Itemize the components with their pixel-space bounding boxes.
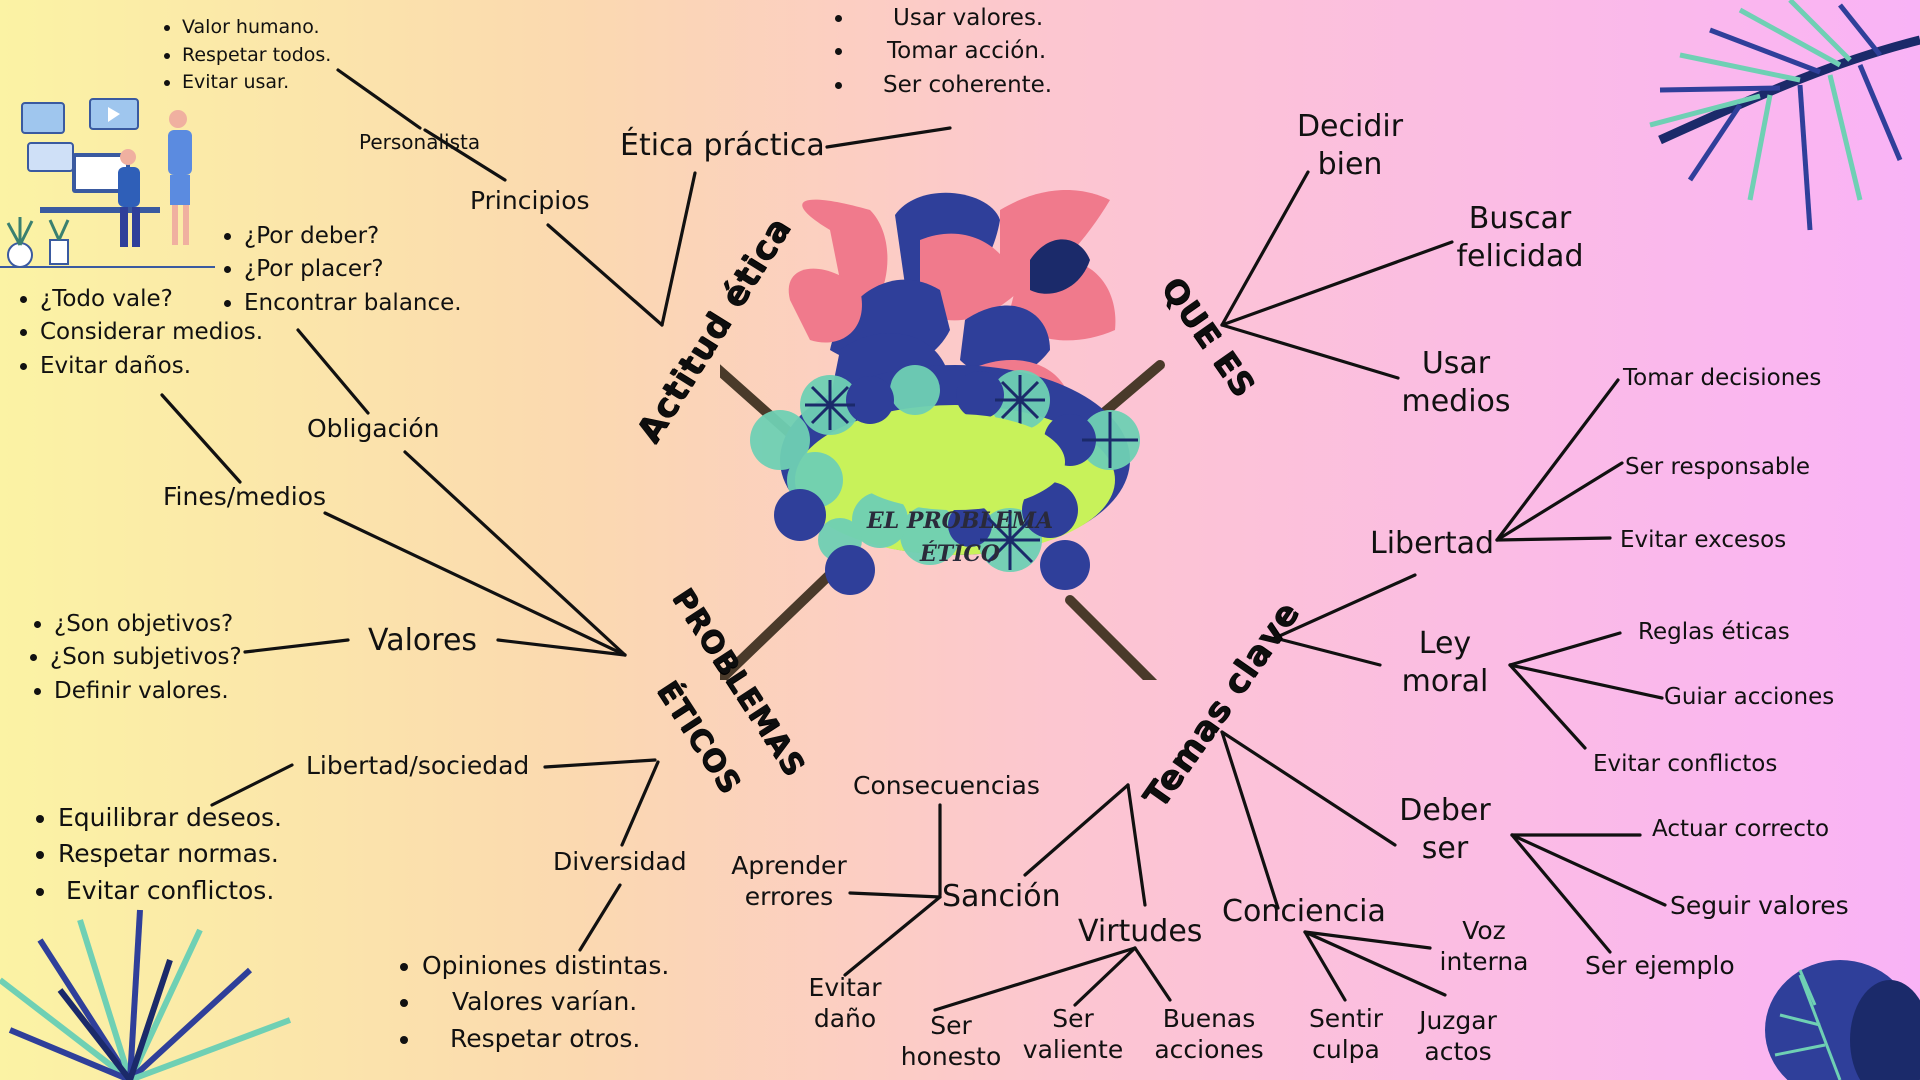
list-item: Evitar conflictos. bbox=[58, 873, 282, 909]
node-text: interna bbox=[1439, 947, 1529, 977]
node-text: Buenas bbox=[1162, 1004, 1256, 1033]
node-text: Ley bbox=[1418, 626, 1472, 661]
list-item: Usar valores. bbox=[855, 2, 1052, 35]
node-text: Voz bbox=[1462, 916, 1506, 945]
list-item: Valores varían. bbox=[422, 984, 669, 1020]
list-item: ¿Son subjetivos? bbox=[50, 641, 242, 674]
node-text: Deber bbox=[1399, 793, 1491, 828]
node-text: Ser bbox=[930, 1011, 972, 1040]
list-item: Encontrar balance. bbox=[244, 287, 462, 320]
central-topic: EL PROBLEMA ÉTICO bbox=[867, 505, 1053, 571]
node-virtudes: Virtudes bbox=[1078, 914, 1203, 949]
node-text: errores bbox=[744, 882, 834, 912]
personalista-list: Valor humano. Respetar todos. Evitar usa… bbox=[160, 14, 331, 97]
node-seguir-valores: Seguir valores bbox=[1670, 891, 1849, 920]
node-buscar-felicidad: Buscar felicidad bbox=[1457, 200, 1584, 275]
palm-leaf-bottom-left bbox=[0, 909, 292, 1080]
central-topic-line-1: EL PROBLEMA bbox=[866, 508, 1054, 534]
node-evitar-dano: Evitar daño bbox=[809, 972, 882, 1035]
monstera-leaf-bottom-right bbox=[1765, 960, 1920, 1080]
node-fines-medios: Fines/medios bbox=[163, 482, 327, 511]
node-libertad-sociedad: Libertad/sociedad bbox=[306, 751, 530, 780]
node-personalista: Personalista bbox=[359, 130, 481, 154]
node-text: Aprender bbox=[731, 851, 847, 880]
list-item: Equilibrar deseos. bbox=[58, 800, 282, 836]
libertad-sociedad-list: Equilibrar deseos. Respetar normas. Evit… bbox=[36, 800, 282, 909]
list-item: Considerar medios. bbox=[40, 316, 263, 349]
node-obligacion: Obligación bbox=[307, 414, 440, 443]
list-item: Evitar usar. bbox=[182, 69, 331, 97]
node-text: actos bbox=[1424, 1037, 1492, 1067]
node-valores: Valores bbox=[368, 623, 478, 658]
node-text: daño bbox=[813, 1004, 877, 1034]
node-text: acciones bbox=[1154, 1035, 1264, 1065]
list-item: Valor humano. bbox=[182, 14, 331, 42]
node-actuar-correcto: Actuar correcto bbox=[1652, 816, 1830, 842]
node-libertad: Libertad bbox=[1370, 526, 1495, 561]
list-item: Respetar todos. bbox=[182, 42, 331, 70]
central-plant-illustration bbox=[720, 190, 1165, 680]
node-text: Evitar bbox=[808, 973, 882, 1002]
node-buenas-acciones: Buenas acciones bbox=[1154, 1003, 1263, 1066]
list-item: ¿Por deber? bbox=[244, 220, 462, 253]
node-text: Decidir bbox=[1296, 109, 1404, 144]
node-text: ser bbox=[1421, 830, 1469, 866]
palm-leaf-top-right bbox=[1649, 0, 1920, 231]
fines-medios-list: ¿Todo vale? Considerar medios. Evitar da… bbox=[18, 283, 263, 383]
node-voz-interna: Voz interna bbox=[1440, 915, 1529, 978]
list-item: Ser coherente. bbox=[855, 69, 1052, 102]
node-decidir-bien: Decidir bien bbox=[1297, 108, 1403, 183]
list-item: ¿Todo vale? bbox=[40, 283, 263, 316]
list-item: ¿Son objetivos? bbox=[54, 608, 242, 641]
node-evitar-excesos: Evitar excesos bbox=[1620, 527, 1787, 553]
list-item: Evitar daños. bbox=[40, 350, 263, 383]
node-usar-medios: Usar medios bbox=[1401, 345, 1510, 420]
list-item: Tomar acción. bbox=[855, 35, 1052, 68]
node-text: bien bbox=[1317, 146, 1383, 182]
list-item: ¿Por placer? bbox=[244, 253, 462, 286]
valores-list: ¿Son objetivos? ¿Son subjetivos? Definir… bbox=[32, 608, 242, 708]
node-sancion: Sanción bbox=[942, 879, 1061, 914]
node-text: moral bbox=[1401, 663, 1489, 699]
node-tomar-decisiones: Tomar decisiones bbox=[1623, 365, 1822, 391]
node-ser-ejemplo: Ser ejemplo bbox=[1585, 951, 1735, 980]
diversidad-list: Opiniones distintas. Valores varían. Res… bbox=[400, 948, 669, 1057]
node-text: Usar bbox=[1421, 346, 1491, 381]
central-topic-line-2: ÉTICO bbox=[919, 541, 1001, 567]
list-item: Respetar normas. bbox=[58, 836, 282, 872]
node-ley-moral: Ley moral bbox=[1402, 625, 1489, 700]
node-reglas-eticas: Reglas éticas bbox=[1638, 619, 1790, 645]
node-aprender-errores: Aprender errores bbox=[731, 850, 846, 913]
etica-practica-list: Usar valores. Tomar acción. Ser coherent… bbox=[833, 2, 1052, 102]
node-conciencia: Conciencia bbox=[1222, 894, 1386, 929]
node-text: honesto bbox=[900, 1042, 1002, 1072]
node-text: Juzgar bbox=[1419, 1006, 1497, 1035]
node-principios: Principios bbox=[470, 186, 590, 215]
node-text: Buscar bbox=[1468, 201, 1572, 236]
list-item: Definir valores. bbox=[54, 675, 242, 708]
list-item: Opiniones distintas. bbox=[422, 948, 669, 984]
node-text: Sentir bbox=[1308, 1004, 1384, 1033]
node-text: culpa bbox=[1312, 1035, 1380, 1065]
node-text: felicidad bbox=[1456, 238, 1584, 274]
office-illustration bbox=[0, 98, 215, 268]
node-guiar-acciones: Guiar acciones bbox=[1664, 684, 1835, 710]
node-text: Ser bbox=[1052, 1004, 1094, 1033]
node-text: medios bbox=[1401, 383, 1511, 419]
node-sentir-culpa: Sentir culpa bbox=[1309, 1003, 1383, 1066]
node-juzgar-actos: Juzgar actos bbox=[1419, 1005, 1497, 1068]
node-ser-valiente: Ser valiente bbox=[1023, 1003, 1123, 1066]
node-ser-honesto: Ser honesto bbox=[901, 1010, 1002, 1073]
node-etica-practica: Ética práctica bbox=[620, 128, 825, 163]
obligacion-list: ¿Por deber? ¿Por placer? Encontrar balan… bbox=[222, 220, 462, 320]
node-text: valiente bbox=[1022, 1035, 1124, 1065]
list-item: Respetar otros. bbox=[422, 1021, 669, 1057]
node-diversidad: Diversidad bbox=[553, 847, 687, 876]
node-evitar-conflictos: Evitar conflictos bbox=[1593, 751, 1778, 777]
node-ser-responsable: Ser responsable bbox=[1625, 454, 1811, 480]
node-consecuencias: Consecuencias bbox=[853, 771, 1040, 800]
node-deber-ser: Deber ser bbox=[1399, 792, 1490, 867]
